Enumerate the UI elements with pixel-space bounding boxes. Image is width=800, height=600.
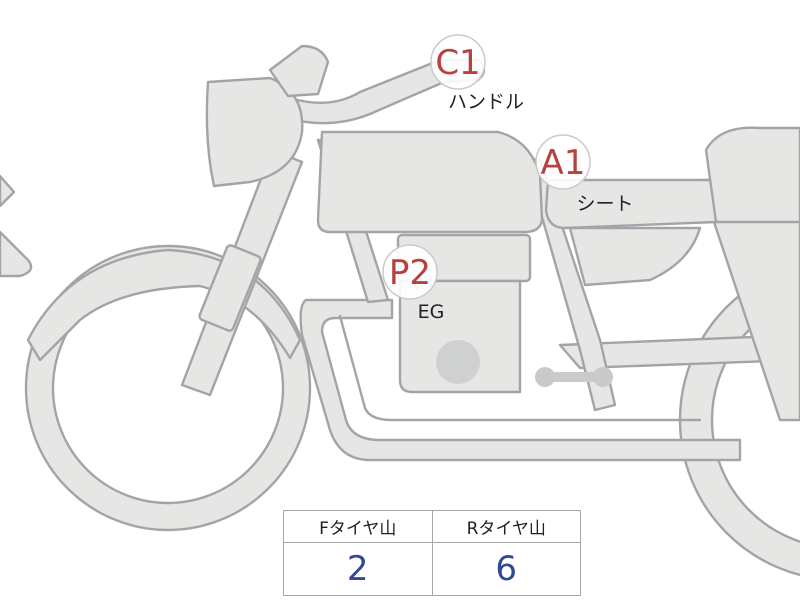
marker-c1: C1 ハンドル bbox=[430, 34, 524, 113]
headlight bbox=[205, 76, 304, 188]
marker-code: A1 bbox=[541, 143, 586, 183]
side-cover bbox=[568, 226, 702, 287]
fork-tube bbox=[198, 244, 262, 332]
rear-tire-value: 6 bbox=[431, 542, 581, 596]
exhaust-pipe bbox=[299, 298, 742, 462]
marker-code: P2 bbox=[389, 253, 431, 293]
front-tire-value: 2 bbox=[283, 542, 433, 596]
marker-code: C1 bbox=[435, 43, 480, 83]
marker-label: EG bbox=[418, 301, 445, 323]
swing-arm bbox=[558, 333, 800, 370]
table-header-row: Fタイヤ山 Rタイヤ山 bbox=[283, 510, 581, 543]
table-row: 2 6 bbox=[283, 542, 581, 596]
fuel-tank bbox=[316, 130, 544, 234]
marker-p2: P2 EG bbox=[382, 244, 445, 323]
marker-a1: A1 シート bbox=[535, 134, 634, 215]
turn-signal bbox=[0, 174, 33, 278]
mirror bbox=[268, 44, 330, 98]
marker-label: ハンドル bbox=[448, 91, 524, 113]
foot-peg bbox=[535, 367, 613, 387]
front-tire-header: Fタイヤ山 bbox=[283, 510, 433, 543]
tail-cowl bbox=[704, 126, 800, 224]
rear-tire-header: Rタイヤ山 bbox=[431, 510, 581, 543]
marker-label: シート bbox=[576, 193, 633, 215]
tire-tread-table: Fタイヤ山 Rタイヤ山 2 6 bbox=[283, 510, 581, 596]
